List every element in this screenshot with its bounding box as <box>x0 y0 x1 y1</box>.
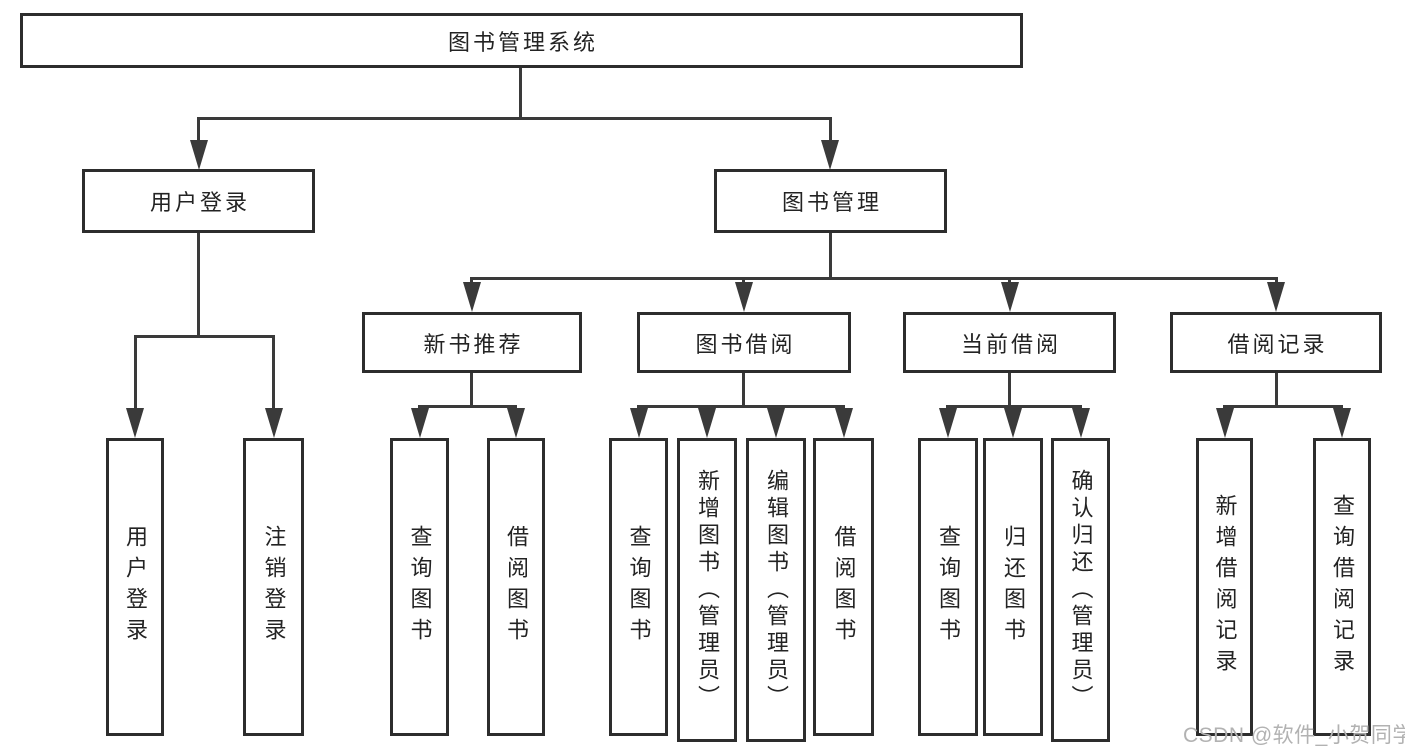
connector-bus <box>197 117 832 120</box>
leaf-borrow-books-recommend: 借阅图书 <box>487 438 545 736</box>
node-label: 图书管理 <box>781 190 882 215</box>
node-label: 新书推荐 <box>423 331 524 357</box>
node-label: 注销登录 <box>261 525 287 649</box>
arrow-down-icon <box>411 408 429 438</box>
arrow-down-icon <box>735 282 753 312</box>
node-library-system: 图书管理系统 <box>20 13 1023 68</box>
node-new-book-recommend: 新书推荐 <box>362 312 582 373</box>
arrow-down-icon <box>1267 282 1285 312</box>
leaf-query-borrow-record: 查询借阅记录 <box>1313 438 1371 736</box>
node-label: 借阅图书 <box>504 525 529 649</box>
arrow-stem <box>272 335 275 413</box>
leaf-edit-book-admin: 编辑图书（管理员） <box>746 438 806 742</box>
connector-bus <box>1223 405 1343 408</box>
arrow-down-icon <box>1001 282 1019 312</box>
arrow-down-icon <box>767 408 785 438</box>
node-user-login: 用户登录 <box>82 169 315 233</box>
leaf-return-book: 归还图书 <box>983 438 1043 736</box>
leaf-borrow-books-borrowing: 借阅图书 <box>813 438 874 736</box>
leaf-confirm-return-admin: 确认归还（管理员） <box>1051 438 1110 742</box>
connector-stub <box>470 371 473 407</box>
arrow-stem <box>197 117 200 147</box>
node-label: 新增图书（管理员） <box>695 468 720 712</box>
arrow-down-icon <box>1333 408 1351 438</box>
node-label: 当前借阅 <box>960 331 1061 357</box>
leaf-query-books-current: 查询图书 <box>918 438 978 736</box>
node-label: 图书借阅 <box>695 331 796 357</box>
node-label: 借阅图书 <box>831 525 857 649</box>
leaf-logout: 注销登录 <box>243 438 304 736</box>
arrow-down-icon <box>1004 408 1022 438</box>
node-book-management: 图书管理 <box>714 169 947 233</box>
connector-stub <box>519 66 522 119</box>
connector-bus <box>637 405 845 408</box>
node-label: 用户登录 <box>123 525 148 649</box>
arrow-down-icon <box>939 408 957 438</box>
arrow-down-icon <box>265 408 283 438</box>
node-label: 查询借阅记录 <box>1330 494 1355 680</box>
arrow-down-icon <box>126 408 144 438</box>
connector-bus <box>134 335 274 338</box>
connector-stub <box>1275 371 1278 407</box>
node-label: 编辑图书（管理员） <box>764 468 789 712</box>
node-label: 查询图书 <box>626 525 652 649</box>
watermark-csdn: CSDN @软件_小贺同学 <box>1183 724 1405 747</box>
node-label: 新增借阅记录 <box>1212 494 1238 680</box>
leaf-add-borrow-record: 新增借阅记录 <box>1196 438 1253 736</box>
connector-stub <box>829 231 832 279</box>
node-label: 图书管理系统 <box>447 29 598 55</box>
arrow-down-icon <box>835 408 853 438</box>
node-label: 查询图书 <box>936 525 961 649</box>
node-label: 归还图书 <box>1001 525 1026 649</box>
connector-bus <box>418 405 517 408</box>
arrow-stem <box>829 117 832 147</box>
node-label: 用户登录 <box>149 190 250 215</box>
arrow-down-icon <box>463 282 481 312</box>
leaf-query-books-borrowing: 查询图书 <box>609 438 668 736</box>
leaf-user-login: 用户登录 <box>106 438 164 736</box>
node-borrowing-records: 借阅记录 <box>1170 312 1382 373</box>
arrow-down-icon <box>630 408 648 438</box>
leaf-query-books-recommend: 查询图书 <box>390 438 449 736</box>
arrow-down-icon <box>698 408 716 438</box>
node-current-borrowing: 当前借阅 <box>903 312 1116 373</box>
arrow-down-icon <box>190 140 208 170</box>
connector-stub <box>742 371 745 407</box>
node-label: 查询图书 <box>407 525 433 649</box>
arrow-down-icon <box>507 408 525 438</box>
connector-stub <box>1008 371 1011 407</box>
node-label: 确认归还（管理员） <box>1068 468 1094 712</box>
arrow-stem <box>134 335 137 413</box>
node-book-borrowing: 图书借阅 <box>637 312 851 373</box>
connector-stub <box>197 231 200 337</box>
node-label: 借阅记录 <box>1227 331 1328 357</box>
leaf-add-book-admin: 新增图书（管理员） <box>677 438 737 742</box>
connector-bus <box>470 277 1278 280</box>
arrow-down-icon <box>1072 408 1090 438</box>
arrow-down-icon <box>1216 408 1234 438</box>
arrow-down-icon <box>821 140 839 170</box>
